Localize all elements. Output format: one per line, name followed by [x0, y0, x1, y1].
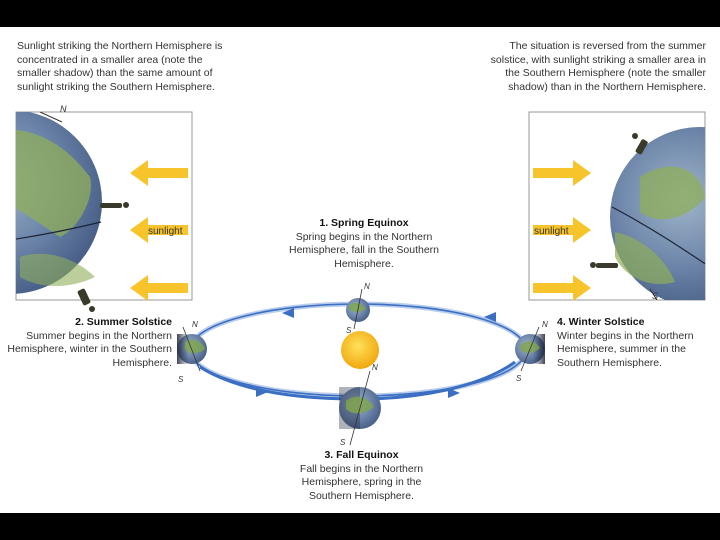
season-winter-title: 4. Winter Solstice: [557, 316, 717, 330]
earth-summer: N S: [177, 320, 207, 384]
right-sunlight-label: sunlight: [534, 226, 569, 237]
earth-spring: N S: [346, 282, 370, 335]
season-summer-title: 2. Summer Solstice: [4, 316, 172, 330]
svg-text:N: N: [192, 320, 198, 329]
svg-text:S: S: [346, 326, 352, 335]
season-fall: 3. Fall Equinox Fall begins in the North…: [284, 449, 439, 503]
left-north-label: N: [60, 104, 67, 114]
svg-text:N: N: [542, 320, 548, 329]
left-sunlight-label: sunlight: [148, 226, 183, 237]
svg-text:S: S: [178, 375, 184, 384]
season-summer-desc: Summer begins in the Northern Hemisphere…: [4, 330, 172, 371]
left-globe-panel: N sunlight: [0, 104, 192, 312]
svg-text:N: N: [372, 363, 378, 372]
right-south-label: S: [652, 291, 658, 301]
earth-winter: N S: [515, 320, 548, 383]
left-caption: Sunlight striking the Northern Hemispher…: [17, 40, 232, 94]
svg-text:S: S: [516, 374, 522, 383]
season-spring: 1. Spring Equinox Spring begins in the N…: [284, 217, 444, 271]
season-winter: 4. Winter Solstice Winter begins in the …: [557, 316, 717, 370]
season-spring-desc: Spring begins in the Northern Hemisphere…: [284, 231, 444, 272]
right-globe-panel: S sunlight: [529, 112, 720, 307]
earth-fall: N S: [339, 363, 381, 447]
svg-text:N: N: [364, 282, 370, 291]
season-fall-desc: Fall begins in the Northern Hemisphere, …: [284, 463, 439, 504]
season-summer: 2. Summer Solstice Summer begins in the …: [4, 316, 172, 370]
right-caption: The situation is reversed from the summe…: [476, 40, 706, 94]
svg-text:S: S: [340, 438, 346, 447]
slide: N sunlight: [0, 27, 720, 513]
season-fall-title: 3. Fall Equinox: [284, 449, 439, 463]
season-spring-title: 1. Spring Equinox: [284, 217, 444, 231]
season-winter-desc: Winter begins in the Northern Hemisphere…: [557, 330, 717, 371]
